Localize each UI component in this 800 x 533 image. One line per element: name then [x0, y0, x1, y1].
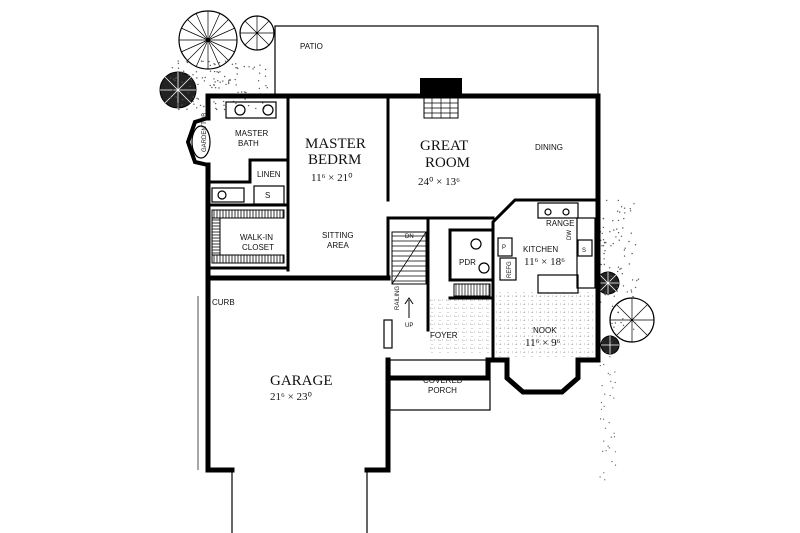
dn-label: DN [405, 234, 414, 240]
tree-top-small-icon [239, 15, 275, 51]
refg-label: REFG [507, 261, 513, 278]
closet-shelving [211, 209, 285, 264]
toilet-icon [470, 238, 482, 250]
toilet-icon [217, 190, 227, 200]
great-room-dims: 24⁰ × 13⁶ [418, 176, 460, 188]
curb-label: CURB [212, 298, 235, 307]
garden-tub-label: GARDEN TUB [202, 113, 208, 152]
covered-porch-label-1: COVERED [423, 376, 463, 385]
sink-icon [234, 104, 246, 116]
fireplace [420, 78, 462, 119]
kitchen-counters [497, 202, 596, 294]
master-bedrm-dims: 11⁶ × 21⁰ [311, 172, 353, 184]
dw-label: DW [567, 230, 573, 240]
master-bedrm-label-2: BEDRM [308, 152, 361, 168]
interior-walls [206, 94, 495, 332]
covered-porch-label-2: PORCH [428, 386, 457, 395]
p-label: P [502, 245, 506, 251]
range-label: RANGE [546, 219, 574, 228]
master-bath-label-2: BATH [238, 139, 259, 148]
up-label: UP [405, 323, 413, 329]
great-room-label-2: ROOM [425, 155, 470, 171]
stairs [391, 231, 491, 318]
railing-label: RAILING [395, 286, 401, 310]
garage-label: GARAGE [270, 373, 333, 389]
sink-icon [262, 104, 274, 116]
garden-tub-icon [191, 125, 211, 159]
kitchen-dims: 11⁶ × 18⁶ [524, 256, 565, 268]
master-bedrm-label-1: MASTER [305, 136, 366, 152]
garage-dims: 21⁶ × 23⁰ [270, 391, 313, 403]
sink-icon [478, 262, 490, 274]
sitting-area-label-1: SITTING [322, 231, 354, 240]
pdr-label: PDR [459, 258, 476, 267]
exterior-walls [205, 93, 601, 473]
dining-label: DINING [535, 143, 563, 152]
patio-label: PATIO [300, 42, 323, 51]
nook-dims: 11⁶ × 9⁶ [525, 337, 561, 349]
shrub-left-icon [159, 71, 197, 109]
linen-label: LINEN [257, 170, 281, 179]
nook-label: NOOK [533, 326, 557, 335]
landscape-dots [170, 59, 640, 481]
tree-top-left-icon [178, 10, 238, 70]
foyer-label: FOYER [430, 331, 458, 340]
master-bath-label-1: MASTER [235, 129, 269, 138]
s-label-bath: S [265, 191, 270, 200]
s-label-kitchen: S [582, 248, 586, 254]
shrub-right-icon [596, 271, 620, 295]
tree-right-icon [609, 297, 655, 343]
sitting-area-label-2: AREA [327, 241, 349, 250]
tile-floor [430, 292, 596, 358]
walkin-closet-label-1: WALK-IN [240, 233, 273, 242]
shrub-right-bottom-icon [600, 335, 620, 355]
great-room-label-1: GREAT [420, 138, 468, 154]
kitchen-label: KITCHEN [523, 245, 558, 254]
covered-porch-outline [389, 359, 491, 411]
walkin-closet-label-2: CLOSET [242, 243, 274, 252]
